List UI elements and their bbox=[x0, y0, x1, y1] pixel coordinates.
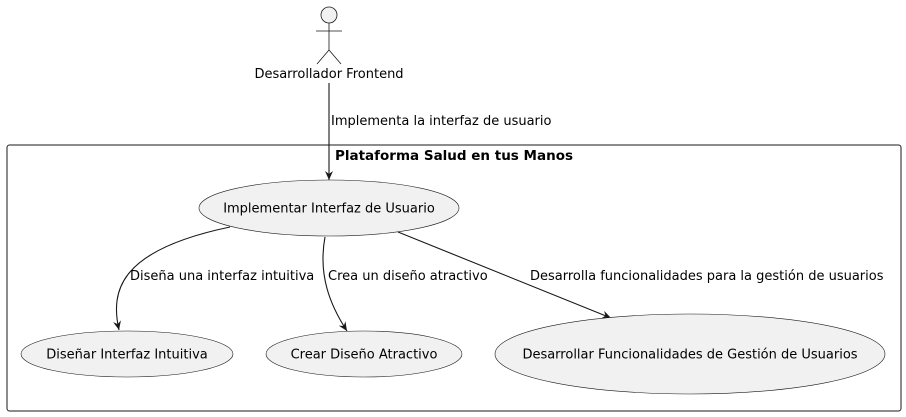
system-boundary-frame bbox=[6, 144, 902, 412]
use-case-label: Implementar Interfaz de Usuario bbox=[223, 202, 435, 217]
actor: Desarrollador Frontend bbox=[254, 6, 404, 82]
use-case-ellipse bbox=[265, 330, 463, 378]
use-case-2: Crear Diseño Atractivo bbox=[265, 330, 463, 378]
use-case-label: Desarrollar Funcionalidades de Gestión d… bbox=[522, 348, 857, 363]
use-case-ellipse bbox=[20, 330, 234, 378]
use-case-ellipse bbox=[494, 313, 886, 395]
relation-label: Diseña una interfaz intuitiva bbox=[130, 269, 314, 284]
system-title: Plataforma Salud en tus Manos bbox=[335, 148, 573, 164]
use-case-1: Diseñar Interfaz Intuitiva bbox=[20, 330, 234, 378]
relation-actor-main: Implementa la interfaz de usuario bbox=[325, 83, 552, 180]
relation-arrow bbox=[322, 236, 348, 332]
relation-main-uc1: Diseña una interfaz intuitiva bbox=[113, 226, 314, 331]
use-case-label: Diseñar Interfaz Intuitiva bbox=[46, 348, 207, 363]
relation-main-uc3: Desarrolla funcionalidades para la gesti… bbox=[397, 231, 884, 319]
use-case-ellipse bbox=[198, 179, 460, 237]
system-boundary: Plataforma Salud en tus Manos bbox=[6, 144, 902, 412]
relation-label: Implementa la interfaz de usuario bbox=[331, 114, 552, 129]
relation-label: Desarrolla funcionalidades para la gesti… bbox=[530, 269, 884, 284]
relation-main-uc2: Crea un diseño atractivo bbox=[322, 236, 488, 332]
relation-arrow bbox=[113, 226, 231, 331]
relation-label: Crea un diseño atractivo bbox=[328, 269, 488, 284]
use-case-main: Implementar Interfaz de Usuario bbox=[198, 179, 460, 237]
actor-name: Desarrollador Frontend bbox=[254, 67, 403, 82]
relation-arrow bbox=[397, 231, 612, 319]
use-case-3: Desarrollar Funcionalidades de Gestión d… bbox=[494, 313, 886, 395]
actor-stick-figure-icon bbox=[316, 6, 342, 65]
use-case-label: Crear Diseño Atractivo bbox=[291, 348, 438, 363]
